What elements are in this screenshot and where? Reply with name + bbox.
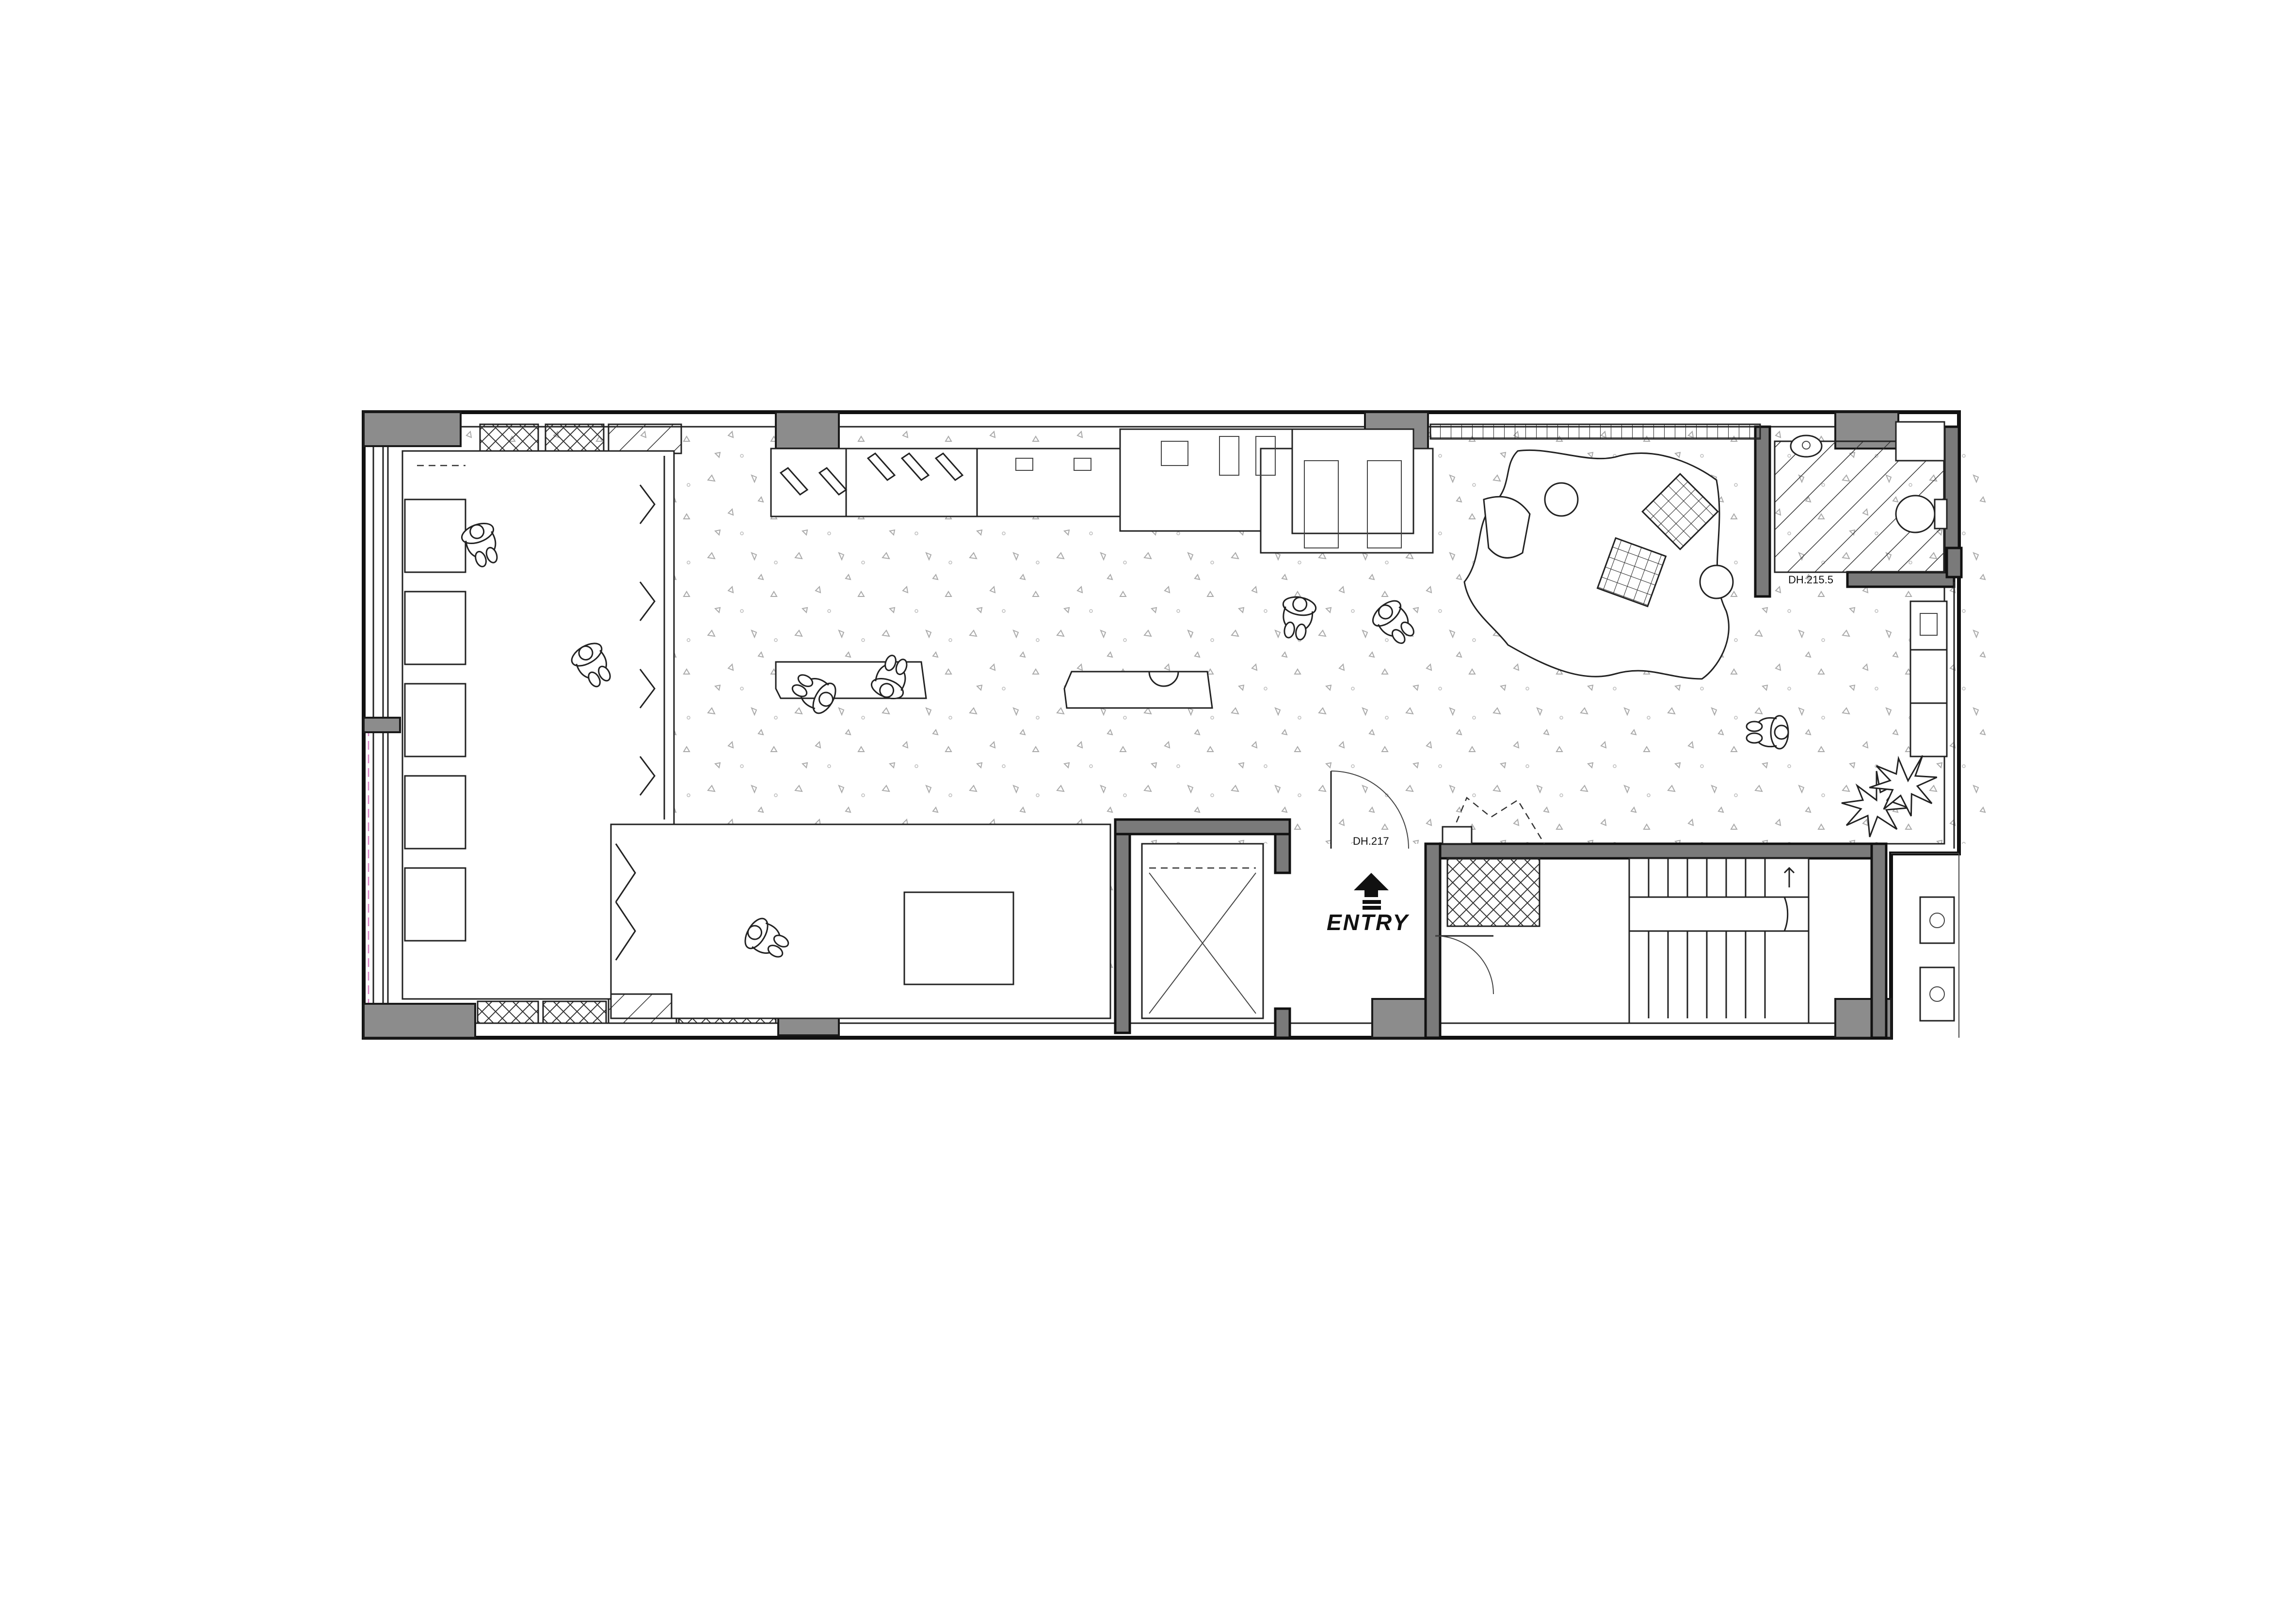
staircase xyxy=(1628,857,1810,1024)
door-height-restroom: DH.215.5 xyxy=(1788,574,1833,586)
top-display-shelving xyxy=(770,428,1434,554)
stair-direction-icon xyxy=(1783,867,1795,887)
entry-doors xyxy=(1330,771,1545,995)
restroom xyxy=(1774,421,1948,573)
utility-meters xyxy=(1891,853,1959,1038)
lounge-area xyxy=(1463,449,1734,680)
entry-marker: ENTRY DH.217 DH.215.5 xyxy=(1327,574,1833,935)
toilet-icon xyxy=(1895,495,1936,533)
interior-walls xyxy=(1114,425,1963,1039)
elevator-shaft xyxy=(1446,857,1540,927)
entry-label: ENTRY xyxy=(1327,910,1410,935)
door-height-main: DH.217 xyxy=(1353,835,1389,847)
bottom-lounge xyxy=(610,823,1111,1019)
arrow-up-icon xyxy=(1354,873,1389,897)
storage-core xyxy=(1141,843,1264,1019)
right-cabinets xyxy=(1841,582,1955,849)
